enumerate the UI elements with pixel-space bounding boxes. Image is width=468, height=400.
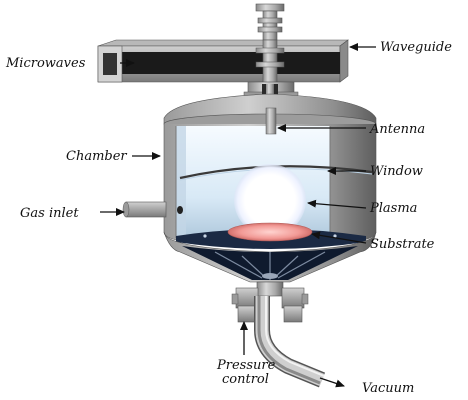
plasma <box>234 164 306 236</box>
waveguide <box>97 39 349 87</box>
label-waveguide: Waveguide <box>380 40 452 55</box>
vacuum-pipe <box>254 296 326 388</box>
label-plasma: Plasma <box>369 201 417 216</box>
label-microwaves: Microwaves <box>5 56 86 71</box>
antenna <box>265 107 277 135</box>
label-substrate: Substrate <box>370 237 435 252</box>
arrow-vacuum <box>319 377 345 388</box>
arrow-substrate <box>311 231 367 244</box>
label-window: Window <box>370 164 423 179</box>
arrow-plasma <box>307 199 367 209</box>
label-antenna: Antenna <box>369 122 425 137</box>
labels: Microwaves Waveguide Antenna Chamber Win… <box>5 40 452 396</box>
label-gas-inlet: Gas inlet <box>20 206 79 221</box>
antenna-shaft <box>255 3 285 42</box>
label-pressure: Pressure <box>216 358 276 373</box>
chamber-base-cone <box>163 231 377 283</box>
label-chamber: Chamber <box>66 149 127 164</box>
label-vacuum: Vacuum <box>362 381 414 396</box>
label-control: control <box>222 372 269 387</box>
callout-arrows <box>100 43 376 388</box>
pressure-control-valve <box>231 281 309 323</box>
